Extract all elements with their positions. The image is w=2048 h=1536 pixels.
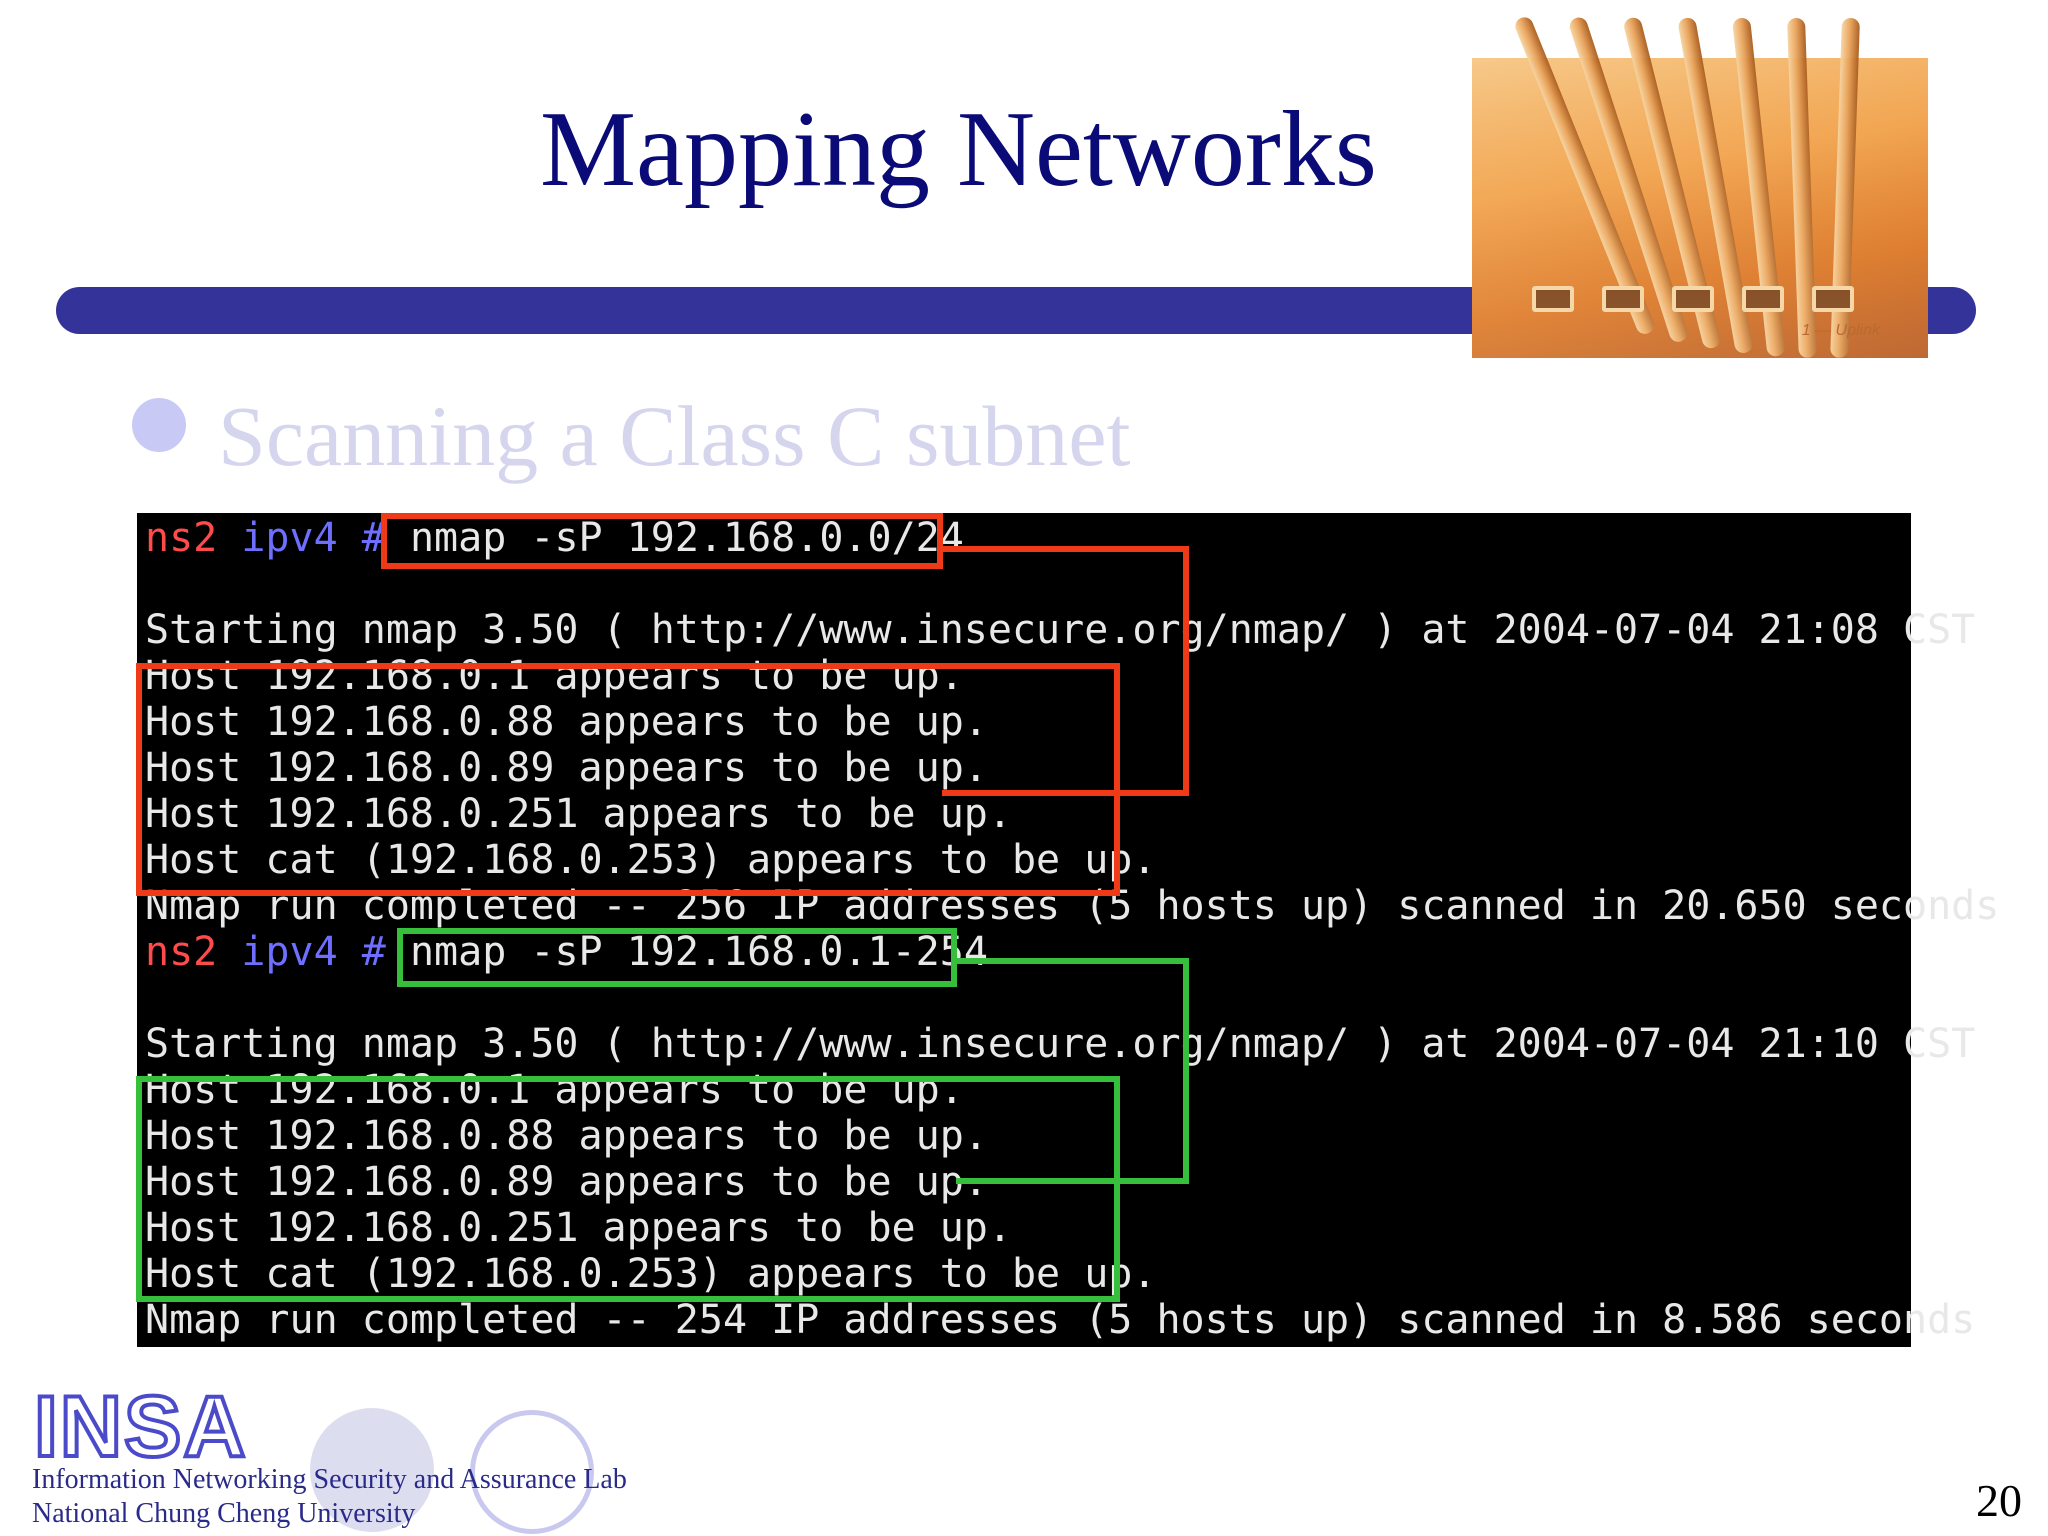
summary-line-1: Nmap run completed -- 256 IP addresses (… [145, 883, 2000, 929]
decorative-ring [470, 1410, 594, 1534]
command-1-highlight [381, 513, 943, 569]
uplink-label: 1 — Uplink [1801, 322, 1880, 339]
host-line: Host 192.168.0.88 appears to be up. [145, 699, 988, 745]
summary-line-2: Nmap run completed -- 254 IP addresses (… [145, 1297, 1976, 1343]
command-1: nmap -sP 192.168.0.0/24 [409, 515, 964, 561]
lab-name: Information Networking Security and Assu… [32, 1464, 627, 1495]
bullet-dot [132, 398, 186, 452]
terminal-window: ns2 ipv4 # nmap -sP 192.168.0.0/24 Start… [137, 513, 1999, 1347]
bullet-text: Scanning a Class C subnet [218, 388, 1131, 484]
host-line: Host cat (192.168.0.253) appears to be u… [145, 837, 1157, 883]
red-connector [942, 546, 1189, 796]
page-number: 20 [1976, 1475, 2022, 1526]
command-2: nmap -sP 192.168.0.1-254 [409, 929, 988, 975]
prompt-line-1: ns2 ipv4 # nmap -sP 192.168.0.0/24 [145, 515, 964, 561]
network-switch-photo: 1 — Uplink [1472, 14, 1928, 359]
host-line: Host 192.168.0.1 appears to be up. [145, 1067, 964, 1113]
slide-title: Mapping Networks [540, 90, 1377, 209]
start-line-2: Starting nmap 3.50 ( http://www.insecure… [145, 1021, 1976, 1067]
host-line: Host 192.168.0.89 appears to be up. [145, 745, 988, 791]
host-line: Host 192.168.0.88 appears to be up. [145, 1113, 988, 1159]
host-line: Host 192.168.0.251 appears to be up. [145, 791, 1012, 837]
green-connector [956, 958, 1189, 1184]
hosts-2-highlight [136, 1076, 1120, 1302]
hosts-1-highlight [136, 663, 1120, 896]
insa-logo: INSA [32, 1377, 248, 1477]
start-line-1: Starting nmap 3.50 ( http://www.insecure… [145, 607, 1976, 653]
host-line: Host cat (192.168.0.253) appears to be u… [145, 1251, 1157, 1297]
host-line: Host 192.168.0.89 appears to be up. [145, 1159, 988, 1205]
command-2-highlight [397, 928, 957, 987]
university-name: National Chung Cheng University [32, 1498, 416, 1529]
prompt-line-2: ns2 ipv4 # nmap -sP 192.168.0.1-254 [145, 929, 988, 975]
decorative-circle [310, 1408, 434, 1532]
host-line: Host 192.168.0.251 appears to be up. [145, 1205, 1012, 1251]
host-line: Host 192.168.0.1 appears to be up. [145, 653, 964, 699]
